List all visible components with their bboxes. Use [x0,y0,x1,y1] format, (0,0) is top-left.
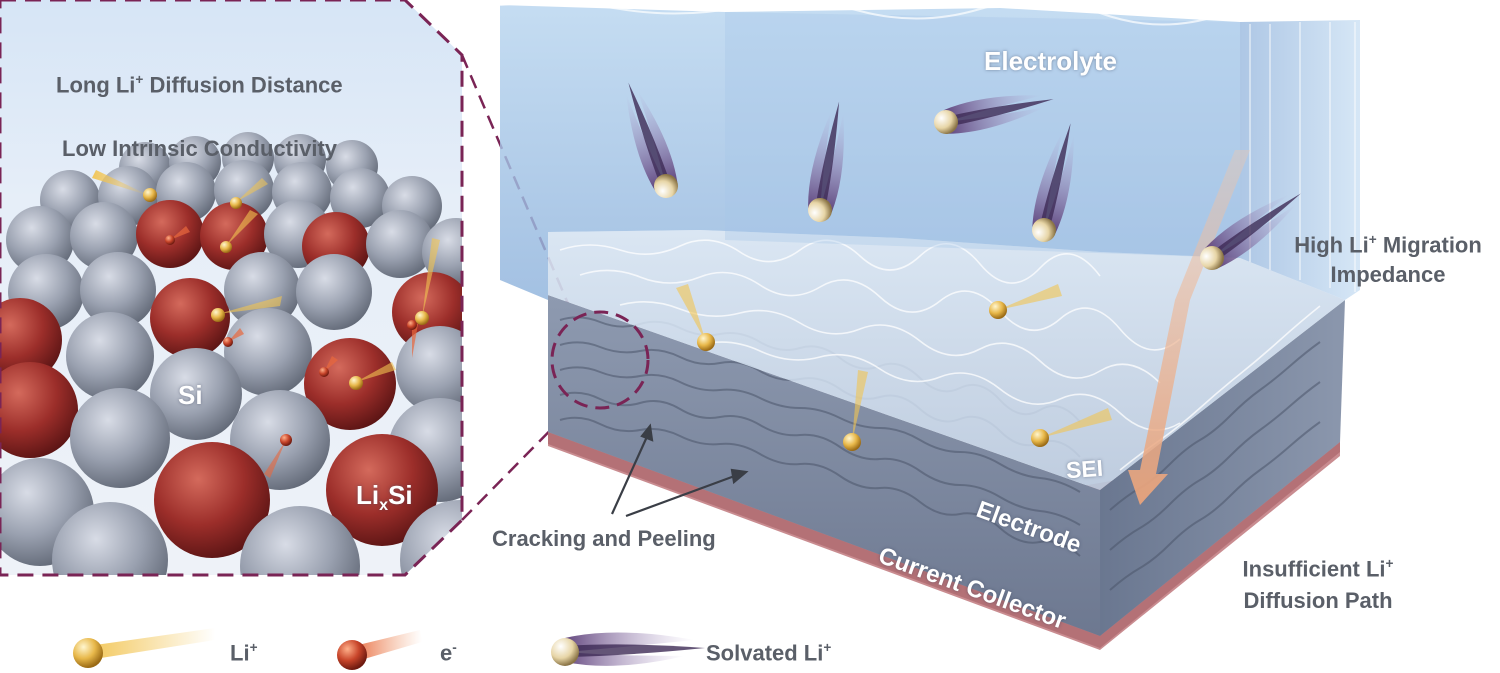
lixsi-label: LixSi [356,480,413,515]
sei-layer [548,230,1345,490]
inset-title-line1: Long Li+ Diffusion Distance [56,72,343,98]
cell-solvated-ions [626,82,1301,270]
glass-edges [1249,22,1356,292]
electrolyte-label: Electrolyte [984,46,1117,76]
inset-title-line2: Low Intrinsic Conductivity [62,136,338,161]
cracking-pointer-arrows [610,423,749,518]
inset-li-ions [92,170,440,478]
cracking-highlight-circle [550,310,650,410]
legend-solvated-ion-symbol [551,632,705,666]
legend-li-label: Li+ [230,640,258,666]
cracking-label: Cracking and Peeling [492,526,716,551]
electrode-layer [548,295,1100,636]
insufficient-path-label: Insufficient Li+ Diffusion Path [1242,556,1394,614]
legend-electron-symbol [337,630,422,670]
inset-panel [0,0,464,577]
migration-arrow [1128,150,1250,505]
legend-li-ion-symbol [73,628,215,668]
sei-label: SEI [1065,454,1104,484]
sei-texture [559,239,1321,471]
legend-electron-label: e- [440,640,457,666]
legend-solvated-label: Solvated Li+ [706,640,832,666]
cell-li-ions [676,284,1112,451]
migration-impedance-label: High Li+ Migration Impedance [1294,232,1482,288]
si-label: Si [178,380,203,410]
si-sphere-lattice [0,132,462,575]
battery-cell [499,0,1360,650]
